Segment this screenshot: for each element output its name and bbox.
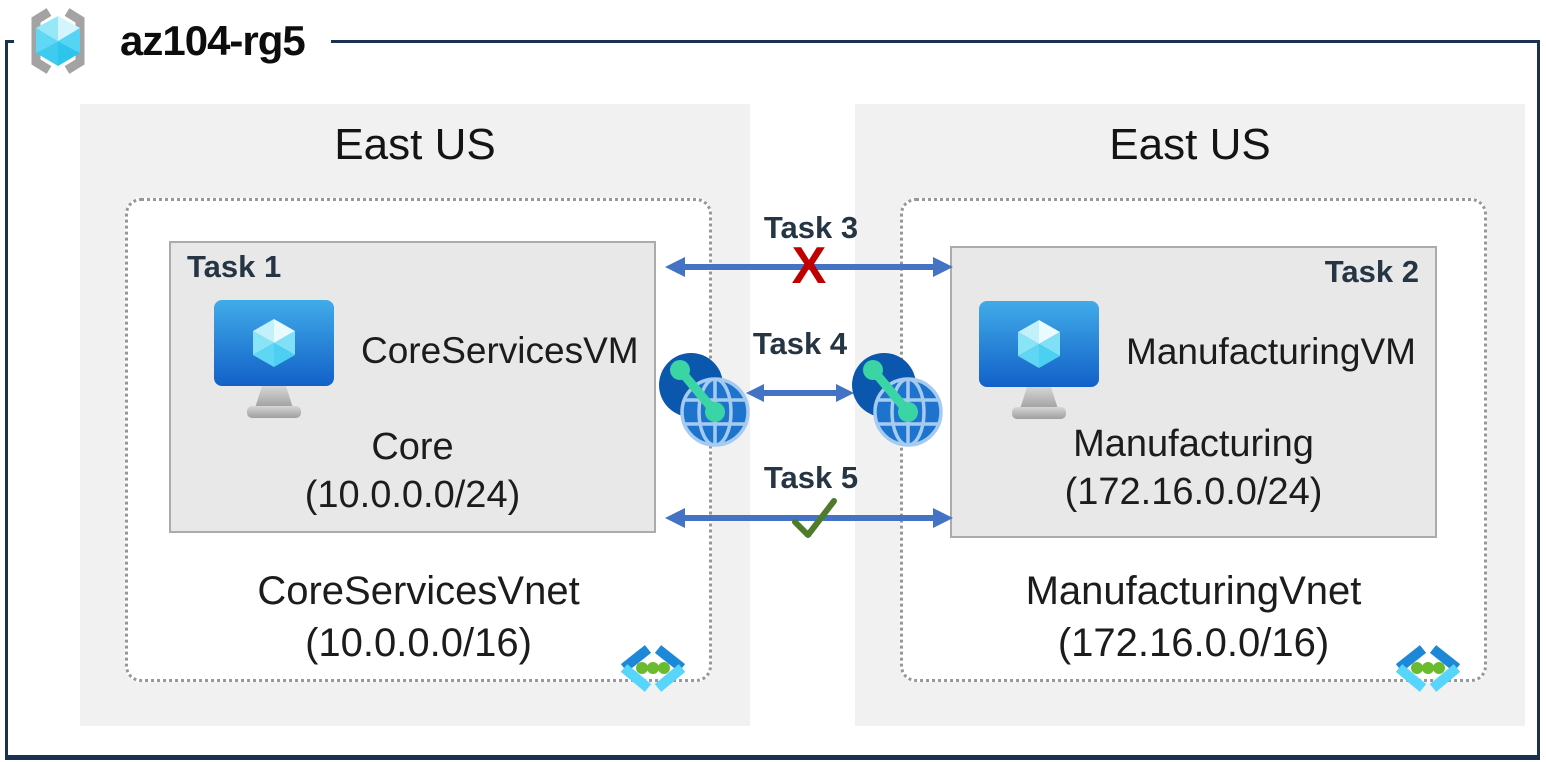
vm-name: CoreServicesVM [361,329,639,371]
resource-group-title: az104-rg5 [120,17,306,64]
task-4-arrow [746,384,854,402]
subnet-name: Core [371,426,454,468]
vnet-peering-icon [659,353,750,447]
subnet-cidr: (10.0.0.0/24) [304,474,521,516]
task-3-label: Task 3 [763,210,859,245]
vm-name: ManufacturingVM [1126,330,1416,372]
task-1-label: Task 1 [187,249,282,284]
virtual-network-icon [1395,645,1461,692]
vnet-peering-icon [852,353,943,447]
region-east-us-left: East US Task 1 CoreSer [80,104,750,726]
subnet-caption: Core (10.0.0.0/24) [171,423,654,519]
vnet-cidr: (10.0.0.0/16) [305,621,532,665]
resource-group-badge: az104-rg5 [14,2,331,80]
subnet-name: Manufacturing [1073,423,1314,465]
vnet-caption: ManufacturingVnet (172.16.0.0/16) [903,565,1484,669]
vnet-caption: CoreServicesVnet (10.0.0.0/16) [128,565,709,669]
vnet-manufacturing: Task 2 ManufacturingVM [900,198,1487,692]
task-5-arrow [665,508,953,528]
vnet-coreservices: Task 1 CoreServicesVM [125,198,712,692]
vm-row: ManufacturingVM [978,300,1416,421]
vm-row: CoreServicesVM [213,299,639,420]
resource-group-icon [31,8,85,74]
virtual-network-icon [620,645,686,692]
subnet-manufacturing: Task 2 ManufacturingVM [950,246,1437,538]
region-title: East US [334,120,496,169]
green-check-icon [792,498,837,538]
vnet-name: ManufacturingVnet [1025,569,1362,613]
subnet-core: Task 1 CoreServicesVM [169,241,656,533]
resource-group-frame [5,40,1540,760]
virtual-machine-icon [214,300,334,418]
task-3-arrow [665,257,953,277]
task-2-label: Task 2 [1324,254,1419,289]
task-5-label: Task 5 [763,460,859,495]
task-4-label: Task 4 [752,326,848,361]
subnet-caption: Manufacturing (172.16.0.0/24) [952,420,1435,516]
red-x-icon: X [791,237,827,295]
vnet-name: CoreServicesVnet [257,569,580,613]
virtual-machine-icon [979,301,1099,419]
vnet-cidr: (172.16.0.0/16) [1057,621,1330,665]
subnet-cidr: (172.16.0.0/24) [1064,471,1323,513]
region-title: East US [1109,120,1271,169]
region-east-us-right: East US Task 2 Manufac [855,104,1525,726]
